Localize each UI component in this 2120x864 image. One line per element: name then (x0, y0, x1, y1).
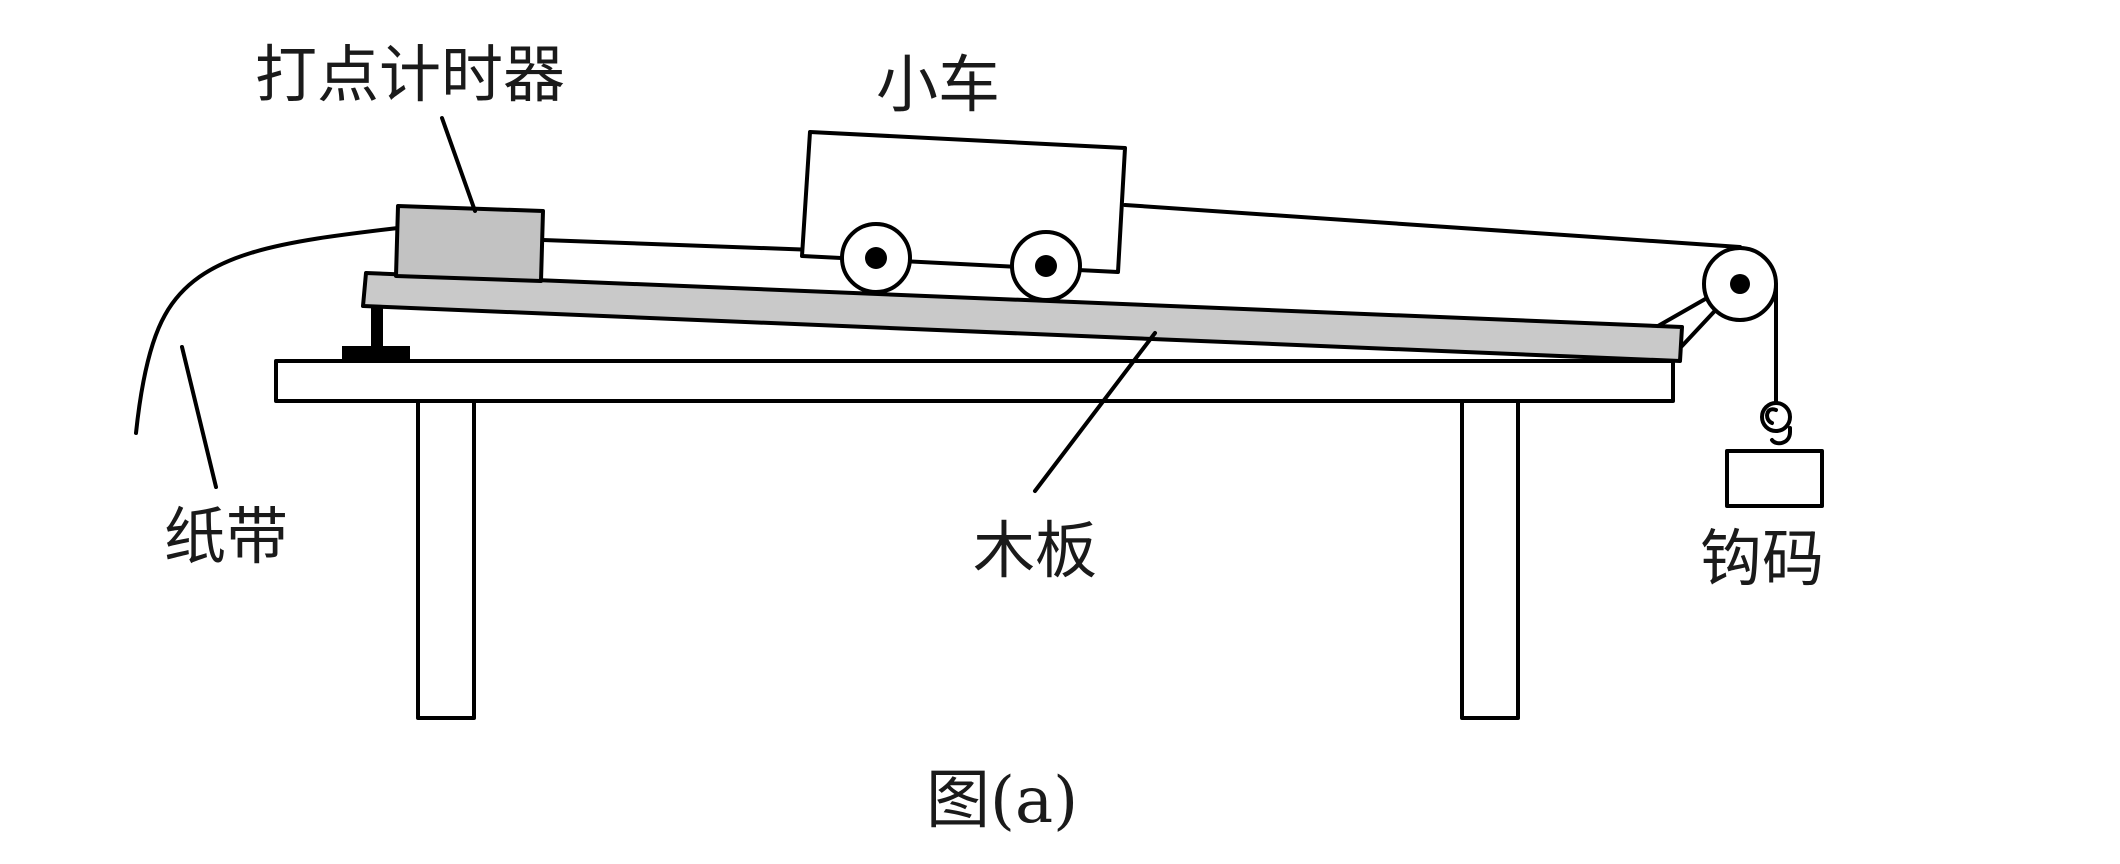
string-cart-to-pulley (1123, 203, 1742, 249)
board-support (342, 306, 410, 361)
figure-caption: 图(a) (926, 764, 1078, 838)
ticker-timer (394, 204, 545, 283)
table-leg-left (416, 399, 476, 720)
leader-line-tape (180, 345, 218, 489)
tape-to-cart (541, 238, 844, 253)
label-timer: 打点计时器 (255, 38, 565, 111)
pulley-axle (1730, 274, 1750, 294)
table (274, 359, 1675, 720)
wheel-axle (865, 247, 887, 269)
table-top (274, 359, 1675, 403)
support-post (371, 306, 383, 346)
hooked-weight (1725, 449, 1824, 508)
label-board: 木板 (973, 514, 1097, 587)
wooden-board (361, 271, 1684, 363)
cart-wheel-front (840, 222, 912, 294)
leader-line-timer (440, 116, 477, 213)
label-weight: 钩码 (1700, 522, 1824, 595)
hook-ring (1760, 401, 1792, 433)
hooked-weight-assembly (1725, 282, 1824, 508)
paper-tape (134, 226, 400, 435)
label-tape: 纸带 (164, 500, 288, 573)
leader-line-board (1033, 331, 1157, 493)
label-cart: 小车 (876, 48, 1000, 121)
wheel-axle (1035, 255, 1057, 277)
cart-wheel-rear (1010, 230, 1082, 302)
hook (1765, 407, 1792, 446)
table-leg-right (1460, 399, 1520, 720)
support-base (342, 346, 410, 361)
